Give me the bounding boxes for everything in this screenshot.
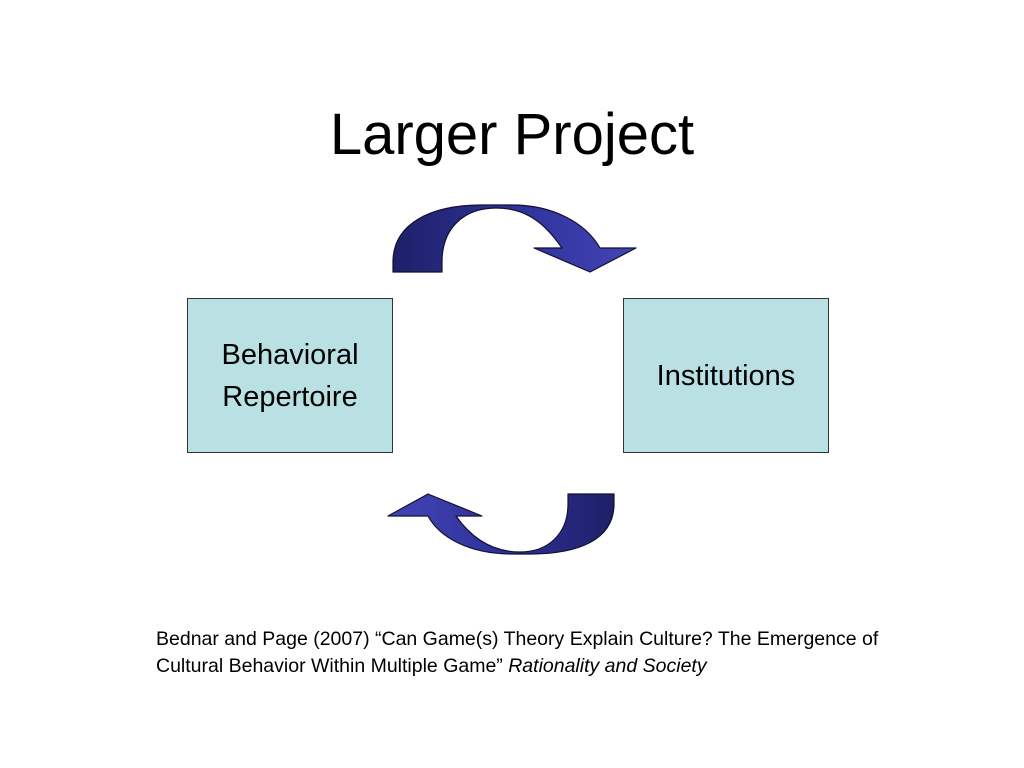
node-institutions: Institutions <box>623 298 829 453</box>
arrow-bottom <box>387 493 615 555</box>
node-label-line1: Behavioral <box>221 338 359 371</box>
citation: Bednar and Page (2007) “Can Game(s) Theo… <box>156 626 896 680</box>
arrow-top <box>392 204 637 273</box>
slide-title: Larger Project <box>329 102 695 167</box>
citation-text: Bednar and Page (2007) “Can Game(s) Theo… <box>156 628 879 677</box>
citation-journal: Rationality and Society <box>508 655 707 677</box>
node-behavioral-repertoire: Behavioral Repertoire <box>187 298 393 453</box>
node-label: Institutions <box>656 359 796 392</box>
node-label-line2: Repertoire <box>222 380 358 413</box>
